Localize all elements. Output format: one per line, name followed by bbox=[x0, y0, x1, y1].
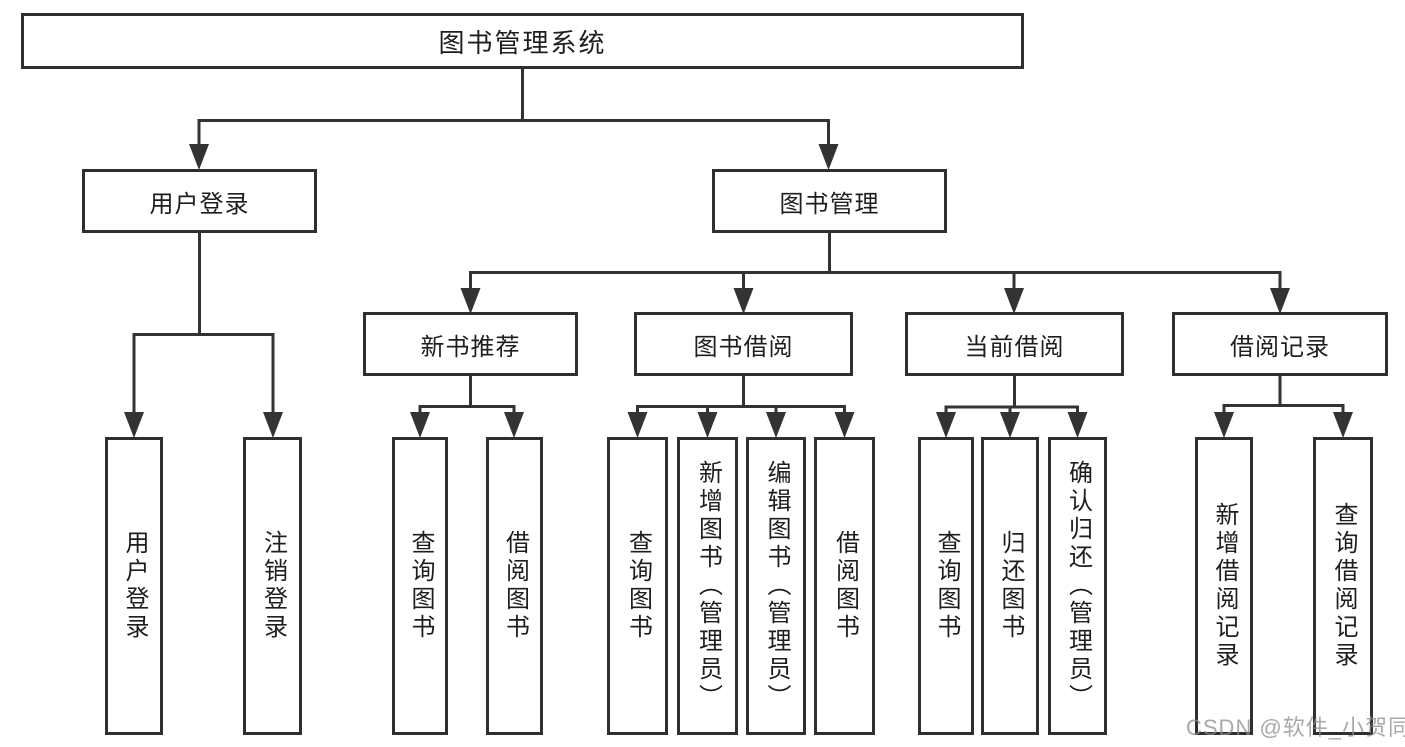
leaf-query-borrow-record: 查询借阅记录 bbox=[1313, 437, 1373, 735]
arrowheads bbox=[124, 144, 1353, 438]
leaf-recommend-borrow-books-label: 借阅图书 bbox=[501, 530, 529, 642]
leaf-logout-login: 注销登录 bbox=[243, 437, 302, 735]
leaf-add-books-admin: 新增图书（管理员） bbox=[677, 437, 738, 735]
csdn-watermark: CSDN @软件_小贺同学 bbox=[1186, 715, 1405, 740]
leaf-borrow-query-books-label: 查询图书 bbox=[624, 530, 652, 642]
node-user-login: 用户登录 bbox=[82, 169, 317, 233]
leaf-borrow-query-books: 查询图书 bbox=[607, 437, 668, 735]
leaf-query-borrow-record-label: 查询借阅记录 bbox=[1330, 502, 1357, 670]
node-book-management-label: 图书管理 bbox=[779, 190, 880, 218]
node-user-login-label: 用户登录 bbox=[149, 190, 250, 218]
node-borrow-records: 借阅记录 bbox=[1172, 312, 1388, 376]
leaf-recommend-query-books: 查询图书 bbox=[392, 437, 448, 735]
node-library-management-system-label: 图书管理系统 bbox=[438, 27, 607, 58]
leaf-borrow-books: 借阅图书 bbox=[814, 437, 875, 735]
leaf-borrow-books-label: 借阅图书 bbox=[831, 530, 859, 642]
leaf-recommend-query-books-label: 查询图书 bbox=[407, 530, 434, 642]
leaf-return-books: 归还图书 bbox=[981, 437, 1039, 735]
node-library-management-system: 图书管理系统 bbox=[21, 13, 1024, 69]
node-book-borrow-label: 图书借阅 bbox=[693, 333, 794, 361]
leaf-recommend-borrow-books: 借阅图书 bbox=[486, 437, 543, 735]
node-current-borrow: 当前借阅 bbox=[905, 312, 1124, 376]
leaf-add-borrow-record: 新增借阅记录 bbox=[1195, 437, 1253, 735]
leaf-edit-books-admin: 编辑图书（管理员） bbox=[746, 437, 806, 735]
node-current-borrow-label: 当前借阅 bbox=[964, 333, 1065, 361]
node-new-book-recommend: 新书推荐 bbox=[363, 312, 578, 376]
leaf-user-login-label: 用户登录 bbox=[121, 530, 148, 642]
leaf-confirm-return-admin: 确认归还（管理员） bbox=[1048, 437, 1107, 735]
leaf-edit-books-admin-label: 编辑图书（管理员） bbox=[763, 460, 790, 712]
leaf-return-books-label: 归还图书 bbox=[997, 530, 1024, 642]
node-new-book-recommend-label: 新书推荐 bbox=[420, 333, 521, 361]
node-book-borrow: 图书借阅 bbox=[634, 312, 853, 376]
leaf-add-books-admin-label: 新增图书（管理员） bbox=[694, 460, 722, 712]
leaf-logout-login-label: 注销登录 bbox=[259, 530, 287, 642]
node-book-management: 图书管理 bbox=[712, 169, 947, 233]
node-borrow-records-label: 借阅记录 bbox=[1230, 333, 1330, 361]
leaf-user-login: 用户登录 bbox=[105, 437, 163, 735]
leaf-current-query-books: 查询图书 bbox=[918, 437, 974, 735]
leaf-confirm-return-admin-label: 确认归还（管理员） bbox=[1064, 460, 1092, 712]
leaf-add-borrow-record-label: 新增借阅记录 bbox=[1211, 502, 1238, 670]
leaf-current-query-books-label: 查询图书 bbox=[933, 530, 960, 642]
